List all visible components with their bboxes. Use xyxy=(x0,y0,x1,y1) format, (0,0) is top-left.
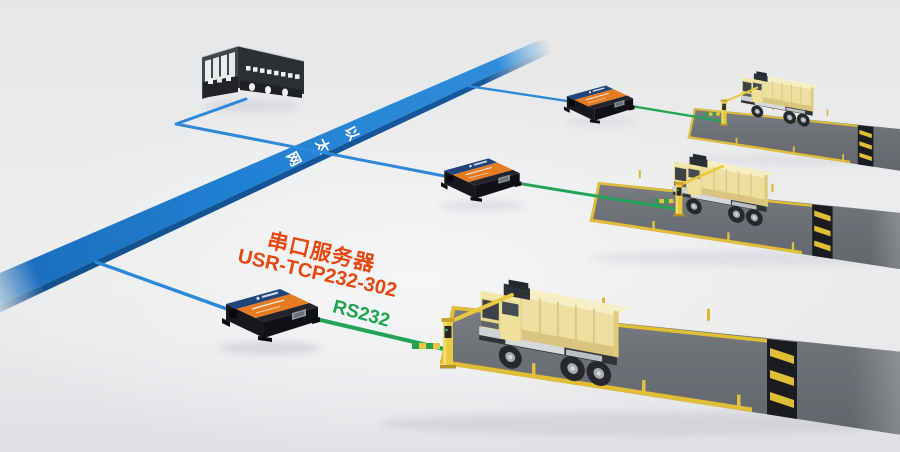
monitor xyxy=(260,68,265,73)
monitoring-room xyxy=(201,45,305,99)
monitor xyxy=(267,69,272,75)
serial-server-2 xyxy=(440,157,523,203)
monitor xyxy=(295,74,300,79)
rs232-cable-2 xyxy=(502,179,678,211)
ethernet-label-char: 以 xyxy=(342,123,363,143)
desk-monitor xyxy=(226,75,231,81)
rs232-cable-3 xyxy=(617,102,723,123)
monitor xyxy=(288,73,293,78)
desk-monitor xyxy=(208,78,213,84)
monitor xyxy=(281,72,286,77)
monitor xyxy=(253,67,258,72)
shadow xyxy=(218,341,322,355)
serial-server-1 xyxy=(221,288,321,343)
shadow xyxy=(380,412,900,436)
ethernet-cables xyxy=(94,84,569,311)
room-monitor-row xyxy=(246,66,300,79)
shadow xyxy=(440,201,524,211)
chair xyxy=(282,88,288,97)
floor-shadows xyxy=(204,100,900,436)
room-wall-top-edge xyxy=(201,45,305,62)
shadow xyxy=(204,100,300,112)
monitor xyxy=(246,66,251,71)
shadow xyxy=(564,118,636,126)
chair xyxy=(249,83,255,91)
ethernet-cable-room-to-server2 xyxy=(174,97,446,178)
ethernet-cable-server3 xyxy=(466,84,569,103)
serial-server-3 xyxy=(563,84,636,125)
desk-monitor xyxy=(217,76,222,83)
ethernet-label-char: 网 xyxy=(284,149,305,169)
monitor xyxy=(274,70,279,76)
ethernet-cable-server1 xyxy=(94,260,229,311)
ethernet-band-underside xyxy=(0,47,554,313)
ethernet-band-ribbon xyxy=(0,37,552,306)
chair xyxy=(265,86,271,94)
room-window xyxy=(221,54,227,85)
